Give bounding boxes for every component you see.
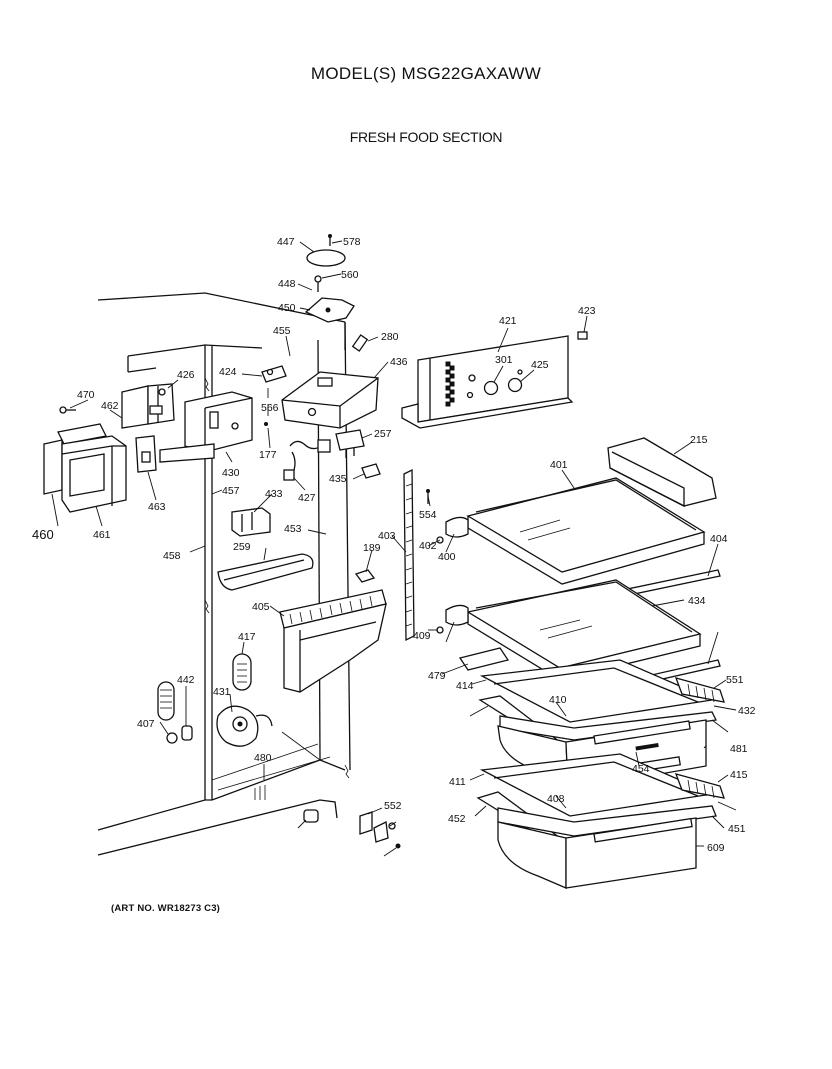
callout-430: 430 — [222, 467, 240, 479]
callout-432: 432 — [738, 705, 756, 717]
crisper-drawer-upper — [478, 659, 725, 791]
callout-400: 400 — [438, 551, 456, 563]
callout-215: 215 — [690, 434, 708, 446]
callout-433: 433 — [265, 488, 283, 500]
dairy-bin — [607, 437, 717, 508]
callout-552: 552 — [384, 800, 402, 812]
callout-566: 566 — [261, 402, 279, 414]
callout-480: 480 — [254, 752, 272, 764]
shelf-ladder — [354, 468, 430, 642]
air-duct — [279, 589, 387, 693]
lower-left-parts — [157, 653, 319, 823]
callout-461: 461 — [93, 529, 111, 541]
callout-404: 404 — [710, 533, 728, 545]
callout-460: 460 — [32, 527, 54, 542]
callout-458: 458 — [163, 550, 181, 562]
callout-447: 447 — [277, 236, 295, 248]
callout-578: 578 — [343, 236, 361, 248]
callout-280: 280 — [381, 331, 399, 343]
art-number: (ART NO. WR18273 C3) — [111, 903, 221, 914]
callout-435: 435 — [329, 473, 347, 485]
callout-463: 463 — [148, 501, 166, 513]
callout-453: 453 — [284, 523, 302, 535]
callout-425: 425 — [531, 359, 549, 371]
leader-lines — [51, 240, 737, 857]
callout-479: 479 — [428, 670, 446, 682]
callout-452: 452 — [448, 813, 466, 825]
callout-259: 259 — [233, 541, 251, 553]
callout-426: 426 — [177, 369, 195, 381]
mid-cabinet-parts — [217, 507, 314, 591]
callout-403: 403 — [378, 530, 396, 542]
callout-415: 415 — [730, 769, 748, 781]
section-title: FRESH FOOD SECTION — [349, 129, 503, 145]
callout-409: 409 — [413, 630, 431, 642]
callout-560: 560 — [341, 269, 359, 281]
callout-401: 401 — [550, 459, 568, 471]
callout-405: 405 — [252, 601, 270, 613]
callout-455: 455 — [273, 325, 291, 337]
callout-454: 454 — [632, 763, 650, 775]
callout-424: 424 — [219, 366, 237, 378]
callout-402: 402 — [419, 540, 437, 552]
callout-421: 421 — [499, 315, 517, 327]
callout-431: 431 — [213, 686, 231, 698]
callout-434: 434 — [688, 595, 706, 607]
light-housing — [43, 406, 157, 513]
hinge-parts — [359, 811, 401, 849]
callout-408: 408 — [547, 793, 565, 805]
callout-423: 423 — [578, 305, 596, 317]
callout-417: 417 — [238, 631, 256, 643]
wiring-harness — [283, 429, 381, 481]
callout-481: 481 — [730, 743, 748, 755]
part-280 — [351, 334, 369, 352]
callout-442: 442 — [177, 674, 195, 686]
callout-189: 189 — [363, 542, 381, 554]
control-housing — [281, 371, 379, 429]
callout-450: 450 — [278, 302, 296, 314]
callout-451: 451 — [728, 823, 746, 835]
callout-410: 410 — [549, 694, 567, 706]
callout-labels: 447 578 448 560 450 455 280 421 423 436 301 425 470 4… — [32, 236, 756, 854]
callout-609: 609 — [707, 842, 725, 854]
top-cap-parts — [304, 234, 355, 323]
model-title: MODEL(S) MSG22GAXAWW — [310, 64, 542, 83]
callout-407: 407 — [137, 718, 155, 730]
thermostat-bracket — [121, 365, 287, 463]
callout-414: 414 — [456, 680, 474, 692]
control-panel — [401, 331, 588, 429]
callout-462: 462 — [101, 400, 119, 412]
callout-448: 448 — [278, 278, 296, 290]
callout-554: 554 — [419, 509, 437, 521]
callout-551: 551 — [726, 674, 744, 686]
glass-shelf-upper — [436, 477, 721, 603]
callout-470: 470 — [77, 389, 95, 401]
crisper-drawer-lower — [476, 753, 725, 889]
callout-457: 457 — [222, 485, 240, 497]
callout-257: 257 — [374, 428, 392, 440]
callout-411: 411 — [449, 776, 466, 788]
callout-301: 301 — [495, 354, 513, 366]
cabinet-liner — [97, 292, 351, 856]
callout-427: 427 — [298, 492, 316, 504]
callout-177: 177 — [259, 449, 277, 461]
callout-436: 436 — [390, 356, 408, 368]
